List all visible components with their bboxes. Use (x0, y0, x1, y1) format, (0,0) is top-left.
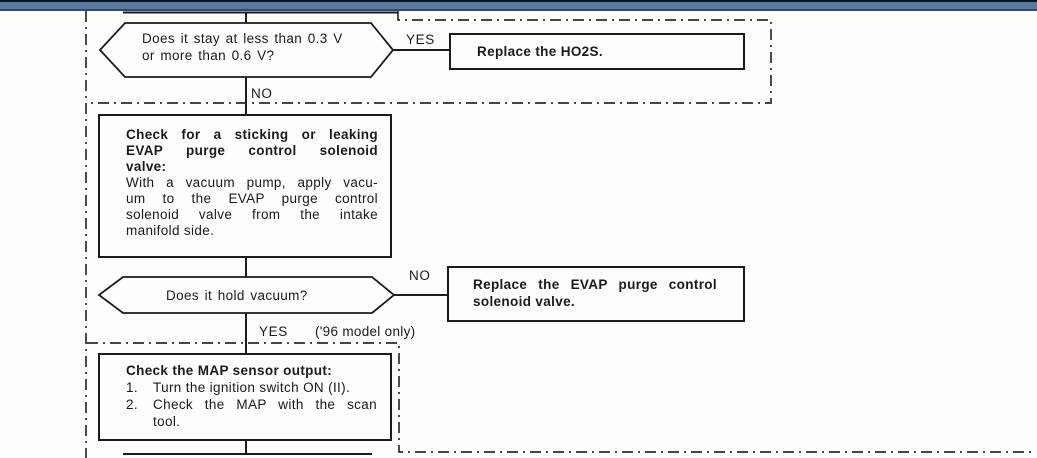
action-replace-ho2s-label: Replace the HO2S. (477, 43, 603, 59)
no-label-decision2: NO (409, 268, 431, 283)
decision-o2-voltage-hexagon (98, 22, 395, 78)
decision-hold-vacuum-text: Does it hold vacuum? (166, 288, 308, 303)
replace-evap-line1: Replace the EVAP purge control (473, 277, 717, 292)
map-step2-number-spacer (126, 413, 153, 430)
process-evap-valve-check-box: Check for a sticking or leaking EVAP pur… (98, 114, 392, 258)
evap-check-title-line2: EVAP purge control solenoid (126, 143, 378, 158)
map-check-step1: 1. Turn the ignition switch ON (II). (126, 379, 377, 396)
evap-check-body-line3: solenoid valve from the intake (126, 207, 378, 222)
no-label-decision1: NO (251, 86, 273, 101)
region-border-bottom (87, 342, 1036, 453)
evap-check-body-line1: With a vacuum pump, apply vacu- (126, 175, 378, 190)
decision-hold-vacuum-hexagon (97, 276, 396, 314)
action-replace-ho2s-box: Replace the HO2S. (449, 33, 745, 70)
evap-check-title-line3: valve: (126, 159, 167, 174)
evap-check-body-line4: manifold side. (126, 223, 215, 238)
decision-o2-line2: or more than 0.6 V? (142, 47, 275, 63)
yes-note-96-model: ('96 model only) (315, 324, 416, 339)
decision-o2-voltage-text: Does it stay at less than 0.3 V or more … (142, 31, 343, 64)
decision-o2-line1: Does it stay at less than 0.3 V (142, 31, 343, 46)
map-step1-text: Turn the ignition switch ON (II). (153, 380, 351, 395)
region-border-top-right (87, 11, 772, 104)
yes-label-decision2: YES (259, 324, 288, 339)
map-check-step2-wrap: tool. (126, 413, 377, 430)
action-replace-evap-valve-box: Replace the EVAP purge control solenoid … (447, 266, 745, 322)
process-map-sensor-check-box: Check the MAP sensor output: 1. Turn the… (98, 353, 392, 441)
replace-evap-line2: solenoid valve. (473, 293, 576, 309)
map-step2-text-line1: Check the MAP with the scan (153, 397, 377, 412)
map-check-title: Check the MAP sensor output: (126, 363, 333, 378)
evap-check-body-line2: um to the EVAP purge control (126, 191, 378, 206)
map-step2-number: 2. (126, 397, 138, 412)
map-check-step2: 2. Check the MAP with the scan (126, 396, 377, 413)
map-step2-text-line2: tool. (153, 414, 181, 429)
yes-label-decision1: YES (406, 32, 435, 47)
map-step1-number: 1. (126, 380, 138, 395)
evap-check-title-line1: Check for a sticking or leaking (126, 127, 378, 142)
window-title-bar (0, 0, 1037, 11)
